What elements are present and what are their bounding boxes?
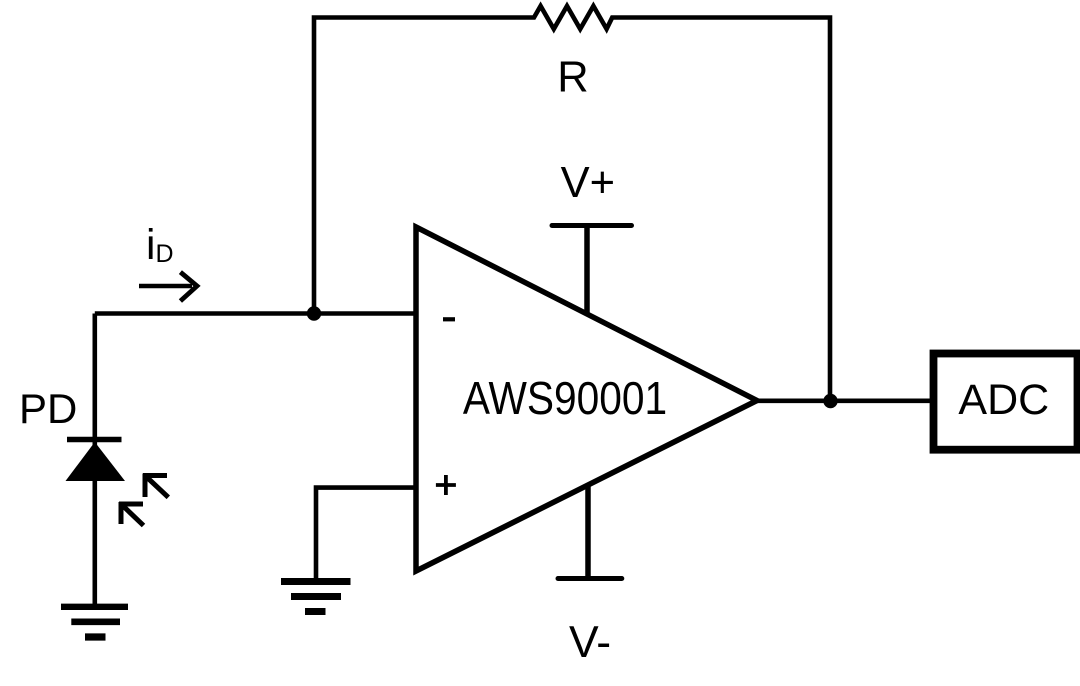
svg-text:PD: PD [19, 385, 77, 432]
svg-text:V+: V+ [561, 159, 615, 207]
svg-text:ADC: ADC [958, 376, 1049, 424]
svg-text:R: R [557, 54, 588, 102]
svg-text:V-: V- [569, 618, 611, 667]
svg-text:AWS90001: AWS90001 [463, 372, 667, 424]
